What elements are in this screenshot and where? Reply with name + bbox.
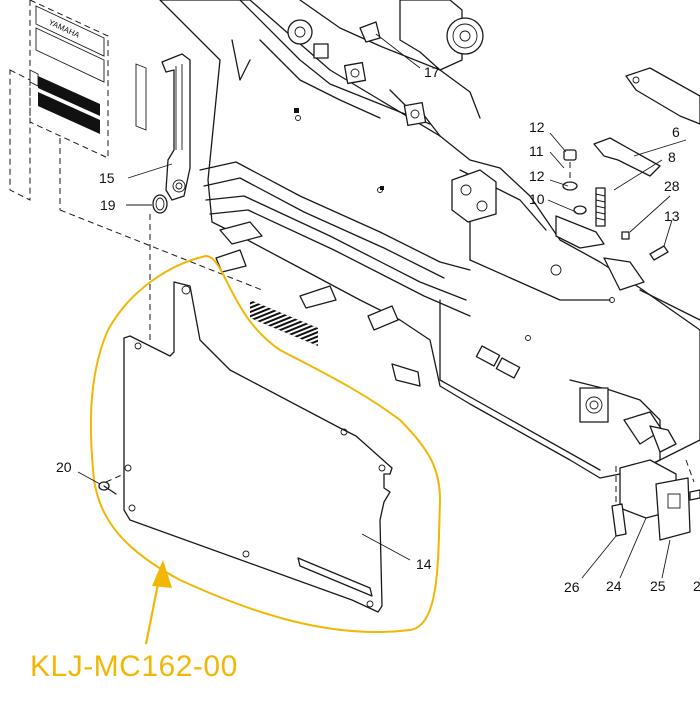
slot-strip xyxy=(297,557,373,597)
pin-17 xyxy=(359,21,381,43)
part-labels: 6 8 10 11 12 12 13 14 15 17 19 20 24 25 … xyxy=(56,64,700,595)
label-26: 26 xyxy=(564,579,580,595)
side-bracket xyxy=(451,169,497,223)
label-6: 6 xyxy=(672,124,680,140)
label-14: 14 xyxy=(416,556,432,572)
main-rail-frame xyxy=(159,0,700,479)
barcode-1 xyxy=(38,76,100,116)
small-label-strip xyxy=(135,63,147,131)
part-6 xyxy=(593,137,661,177)
label-19: 19 xyxy=(100,197,116,213)
label-10: 10 xyxy=(529,191,545,207)
washer-part-12 xyxy=(562,181,578,191)
small-parts-right xyxy=(555,67,700,541)
ring-part-19 xyxy=(152,194,168,214)
label-12a: 12 xyxy=(529,119,545,135)
label-12b: 12 xyxy=(529,168,545,184)
pin-part-13 xyxy=(649,245,669,261)
label-24: 24 xyxy=(606,578,622,594)
label-sticker-plate: YAMAHA xyxy=(9,0,263,291)
label-28: 28 xyxy=(664,178,680,194)
logo-strip xyxy=(35,5,105,57)
part-25 xyxy=(655,477,691,541)
label-13: 13 xyxy=(664,208,680,224)
screw-part-11 xyxy=(563,149,577,161)
highlight-arrow xyxy=(144,560,172,645)
lever-part-15 xyxy=(149,53,191,340)
spring-part-8 xyxy=(595,187,606,227)
screw-part-28 xyxy=(621,231,630,240)
barcode-2 xyxy=(38,92,100,134)
sprocket-assembly-17 xyxy=(359,0,484,71)
label-8: 8 xyxy=(668,149,676,165)
label-2-partial: 2 xyxy=(693,578,700,594)
label-15: 15 xyxy=(99,170,115,186)
part-number-caption: KLJ-MC162-00 xyxy=(30,650,238,683)
label-20: 20 xyxy=(56,459,72,475)
label-11: 11 xyxy=(529,143,544,159)
part-10 xyxy=(555,215,605,249)
washer-part-12b xyxy=(573,205,587,215)
part-26 xyxy=(611,503,627,537)
highlight-outline xyxy=(89,254,442,634)
label-17: 17 xyxy=(424,64,440,80)
screw-part-20 xyxy=(98,473,125,495)
leader-lines xyxy=(77,132,687,579)
cover-plate-14 xyxy=(123,281,393,613)
label-25: 25 xyxy=(650,578,666,594)
